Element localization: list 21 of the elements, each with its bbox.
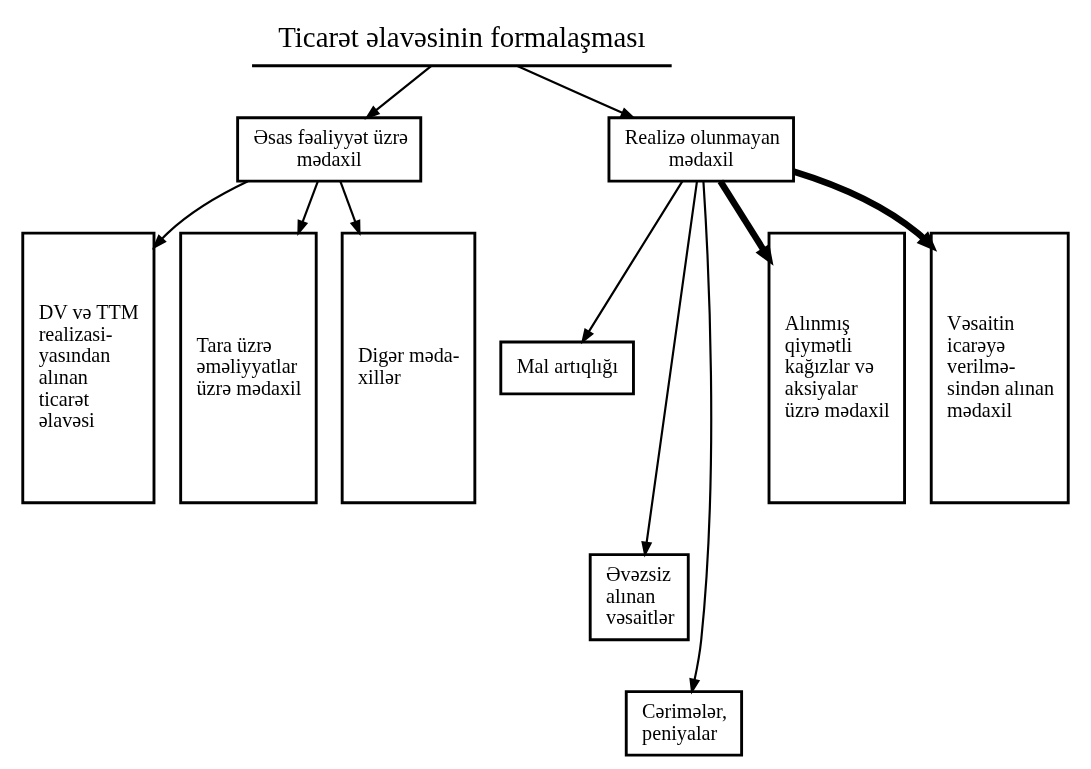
node-box: Vəsaitin icarəyə verilmə- sindən alınan mədaxil [929, 231, 1070, 505]
arrow [641, 181, 699, 558]
node-text: Ticarət əlavəsinin formalaşması [278, 21, 646, 54]
arrow [339, 180, 361, 237]
node-box: DV və TTM realizasi- yasından alınan ticarət əlavəsi [21, 231, 156, 505]
arrow [364, 65, 432, 120]
node-box: Mal artıqlığı [499, 340, 635, 396]
node-box: Alınmış qiymətli kağızlar və aksiyalar üzrə mədaxil [767, 231, 906, 505]
node-box: Əsas fəaliyyət üzrə mədaxil [236, 116, 423, 183]
arrow [580, 180, 684, 345]
arrow [297, 180, 319, 237]
arrow [151, 180, 249, 250]
arrow [717, 179, 774, 266]
node-box: Cərimələr, peniyalar [624, 690, 744, 757]
node-box: Əvəzsiz alınan vəsaitlər [588, 553, 690, 642]
node-box: Tara üzrə əməliyyatlar üzrə mədaxil [179, 231, 318, 505]
node-box: Realizə olunmayan mədaxil [607, 116, 795, 183]
arrow [689, 181, 713, 695]
arrow [792, 168, 938, 252]
arrow [516, 65, 637, 119]
node-box: Digər məda- xillər [340, 231, 477, 505]
